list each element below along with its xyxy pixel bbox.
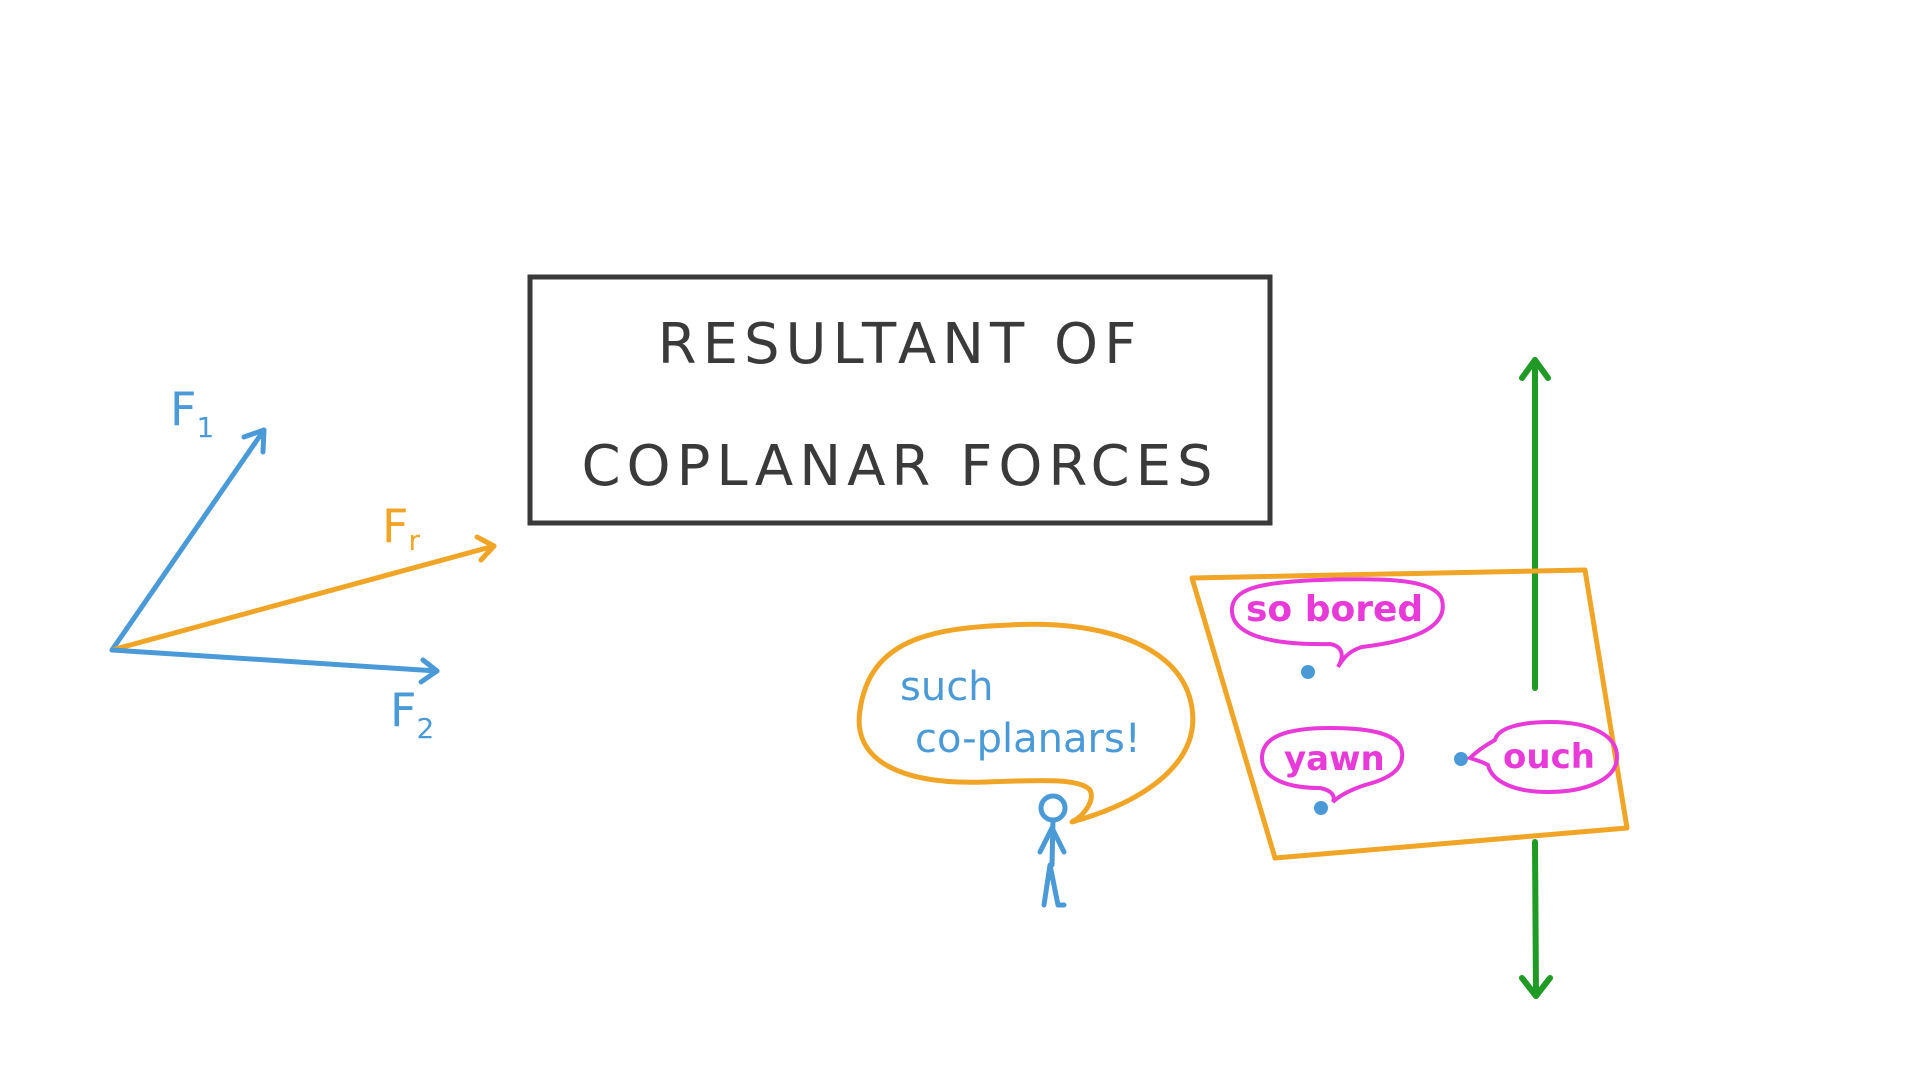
point-top	[1301, 665, 1315, 679]
f1-arrowhead	[241, 427, 267, 455]
bubble-left-outline	[1259, 725, 1405, 804]
speech-line-1: such	[900, 664, 994, 710]
f2-vector-line	[109, 647, 440, 674]
bubble-left-text: yawn	[1284, 739, 1385, 779]
fr-label: Fr	[382, 499, 420, 557]
title-frame	[527, 274, 1273, 526]
stick-figure-head	[1038, 793, 1068, 823]
plane-bubbles: so bored yawn ouch	[1229, 577, 1620, 804]
fr-arrowhead	[474, 534, 497, 563]
title-line-1: RESULTANT OF	[658, 312, 1143, 377]
person-speech-bubble: such co-planars!	[856, 621, 1196, 825]
f2-arrowhead	[418, 657, 440, 685]
f1-vector-line	[109, 427, 267, 653]
plane-points	[1301, 665, 1468, 815]
stick-figure	[1037, 793, 1068, 908]
f2-label: F2	[390, 683, 434, 745]
normal-axis-arrow	[1519, 357, 1553, 999]
normal-axis-lower-line	[1532, 839, 1539, 999]
speech-line-2: co-planars!	[915, 716, 1141, 762]
bubble-top-outline	[1229, 577, 1445, 669]
speech-bubble-outline	[856, 621, 1196, 825]
bubble-right-outline	[1466, 719, 1620, 795]
f1-label: F1	[170, 382, 214, 444]
title-line-2: COPLANAR FORCES	[581, 434, 1218, 499]
bubble-top-text: so bored	[1246, 589, 1423, 630]
coplanar-plane	[1189, 567, 1630, 861]
title-box: RESULTANT OF COPLANAR FORCES	[527, 274, 1273, 526]
stick-figure-legs	[1041, 862, 1067, 908]
stick-figure-arms	[1037, 825, 1067, 855]
bubble-right-text: ouch	[1503, 737, 1595, 777]
normal-axis-down-arrowhead	[1519, 975, 1553, 999]
vector-labels: F1 Fr F2	[170, 382, 434, 745]
vector-diagram	[109, 427, 497, 685]
normal-axis-up-arrowhead	[1519, 357, 1551, 381]
fr-vector-line	[109, 543, 497, 653]
point-right	[1454, 752, 1468, 766]
point-left	[1314, 801, 1328, 815]
